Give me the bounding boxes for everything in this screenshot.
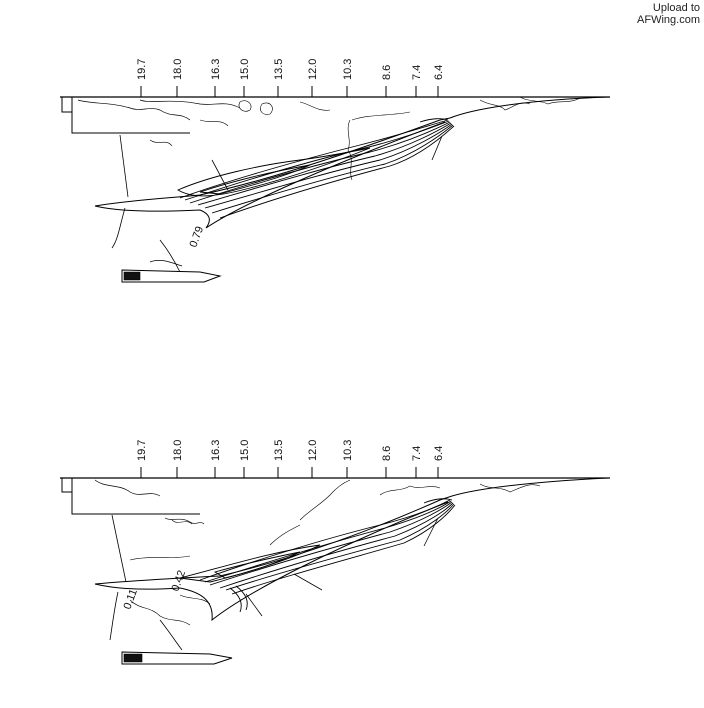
station-label: 15.0	[239, 440, 251, 461]
station-label: 18.0	[172, 59, 184, 80]
wing-lower-edge	[94, 501, 449, 622]
station-label: 15.0	[239, 59, 251, 80]
nacelle-detail	[123, 271, 141, 281]
station-label: 18.0	[172, 440, 184, 461]
fuselage-contour	[94, 479, 205, 525]
wing-outline	[94, 96, 611, 207]
station-label: 19.7	[136, 59, 148, 80]
wing-outline	[94, 477, 609, 585]
contour-label: 0.79	[188, 225, 207, 249]
station-label: 12.0	[307, 59, 319, 80]
contour-labels: 0.79	[188, 225, 207, 249]
nacelle	[121, 269, 222, 283]
station-label: 8.6	[381, 446, 393, 461]
watermark: Upload to AFWing.com	[637, 2, 700, 26]
station-label: 6.4	[433, 65, 445, 80]
lower-body	[111, 207, 183, 273]
station-label: 13.5	[273, 59, 285, 80]
station-label: 7.4	[411, 446, 423, 461]
station-label: 16.3	[210, 59, 222, 80]
watermark-line-1: Upload to	[652, 2, 700, 14]
station-label: 10.3	[342, 440, 354, 461]
station-label: 6.4	[433, 446, 445, 461]
pointer-lines	[119, 134, 443, 198]
lower-body	[109, 591, 183, 651]
fuselage-outline	[61, 478, 200, 515]
contour-noise	[129, 479, 541, 626]
nacelle-detail	[123, 653, 143, 663]
station-label: 16.3	[210, 440, 222, 461]
contour-noise	[149, 96, 581, 181]
contour-bands	[177, 118, 455, 219]
fuselage-outline	[61, 97, 190, 134]
fuselage-contour	[77, 99, 241, 121]
panel-bottom: 19.7 18.0 16.3 15.0 13.5 12.0 10.3 8.6 7.4 6.4	[60, 440, 610, 665]
contour-labels: 0.110.42	[122, 569, 189, 611]
station-label: 8.6	[381, 65, 393, 80]
station-label: 13.5	[273, 440, 285, 461]
station-ticks	[140, 86, 439, 97]
contour-bands	[179, 498, 456, 613]
watermark-line-2: AFWing.com	[637, 14, 700, 26]
station-label: 10.3	[342, 59, 354, 80]
panel-top: 19.7 18.0 16.3 15.0 13.5 12.0 10.3 8.6 7.4 6.4	[60, 59, 611, 283]
station-label: 12.0	[307, 440, 319, 461]
station-labels: 19.7 18.0 16.3 15.0 13.5 12.0 10.3 8.6 7.4 6.4	[136, 440, 445, 461]
station-labels: 19.7 18.0 16.3 15.0 13.5 12.0 10.3 8.6 7.4 6.4	[136, 59, 445, 80]
nacelle	[121, 651, 233, 665]
pointer-lines	[111, 514, 439, 617]
station-label: 19.7	[136, 440, 148, 461]
station-ticks	[140, 467, 439, 478]
contour-label: 0.11	[122, 588, 140, 611]
station-label: 7.4	[411, 65, 423, 80]
wing-lower-edge	[94, 121, 446, 229]
